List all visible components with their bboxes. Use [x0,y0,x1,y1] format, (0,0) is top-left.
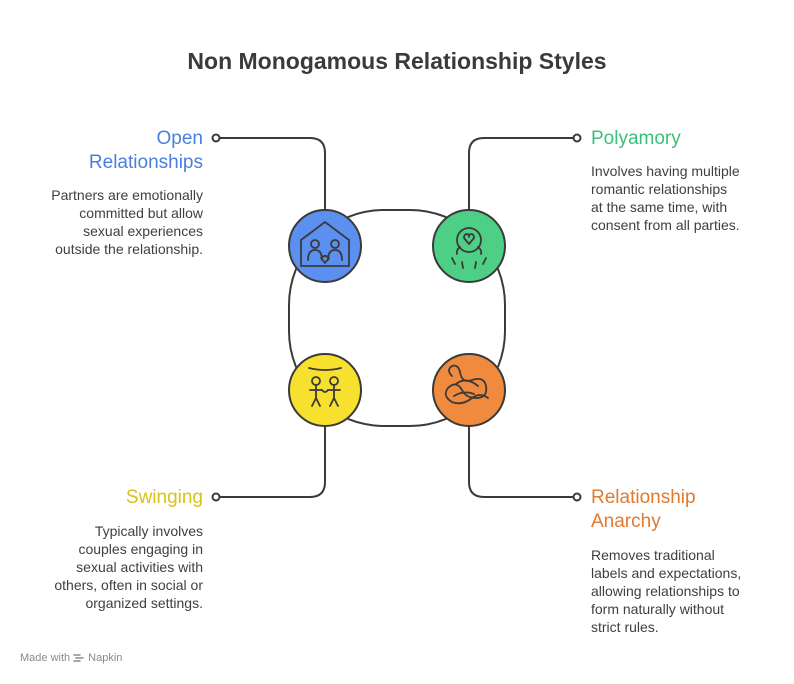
heading-line-2: Relationships [88,152,203,173]
connector-swinging [216,424,326,498]
connected-hearts-icon [451,227,487,269]
heading-line-1: Swinging [125,487,203,508]
connector-dot-polyamory [572,133,582,143]
heading-line-1: Relationship [591,487,696,508]
node-open-relationships [288,209,362,283]
heading-polyamory: Polyamory [591,127,681,151]
central-ring [288,209,506,427]
heading-line-2: Anarchy [591,511,661,532]
desc-line: allowing relationships to [591,583,740,599]
desc-line: Removes traditional [591,547,715,563]
desc-line: labels and expectations, [591,565,742,581]
node-polyamory [432,209,506,283]
heading-swinging: Swinging [126,486,203,510]
heading-open-relationships: Open Relationships [89,127,203,175]
napkin-logo-icon [73,654,84,662]
node-relationship-anarchy [432,353,506,427]
house-couple-icon [300,221,350,267]
desc-line: outside the relationship. [55,241,203,257]
connector-polyamory [468,137,577,212]
desc-line: organized settings. [85,595,203,611]
connector-dot-anarchy [572,492,582,502]
desc-open-relationships: Partners are emotionally committed but a… [51,186,203,258]
tangled-knot-icon [444,364,489,405]
desc-line: Involves having multiple [591,163,740,179]
two-people-icon [308,367,342,407]
heading-line-1: Polyamory [591,128,681,149]
heading-relationship-anarchy: Relationship Anarchy [591,486,696,534]
desc-line: others, often in social or [54,577,203,593]
desc-line: Typically involves [94,523,203,539]
desc-line: consent from all parties. [591,217,740,233]
desc-line: at the same time, with [591,199,728,215]
desc-polyamory: Involves having multiple romantic relati… [591,162,740,234]
footer-made-with: Made with [20,652,71,664]
connector-dot-open [211,133,221,143]
page-title: Non Monogamous Relationship Styles [187,48,607,74]
connector-dot-swinging [211,492,221,502]
connector-anarchy [468,424,577,498]
desc-line: strict rules. [591,619,659,635]
desc-line: couples engaging in [78,541,203,557]
desc-line: form naturally without [591,601,725,617]
desc-line: Partners are emotionally [51,187,203,203]
node-swinging [288,353,362,427]
connector-open [216,137,326,212]
desc-swinging: Typically involves couples engaging in s… [54,522,203,612]
desc-relationship-anarchy: Removes traditional labels and expectati… [591,546,741,636]
desc-line: romantic relationships [591,181,728,197]
desc-line: sexual activities with [76,559,203,575]
desc-line: sexual experiences [83,223,203,239]
footer-brand: Napkin [88,652,123,664]
footer-branding: Made with Napkin [20,652,122,664]
heading-line-1: Open [156,128,203,149]
desc-line: committed but allow [79,205,203,221]
